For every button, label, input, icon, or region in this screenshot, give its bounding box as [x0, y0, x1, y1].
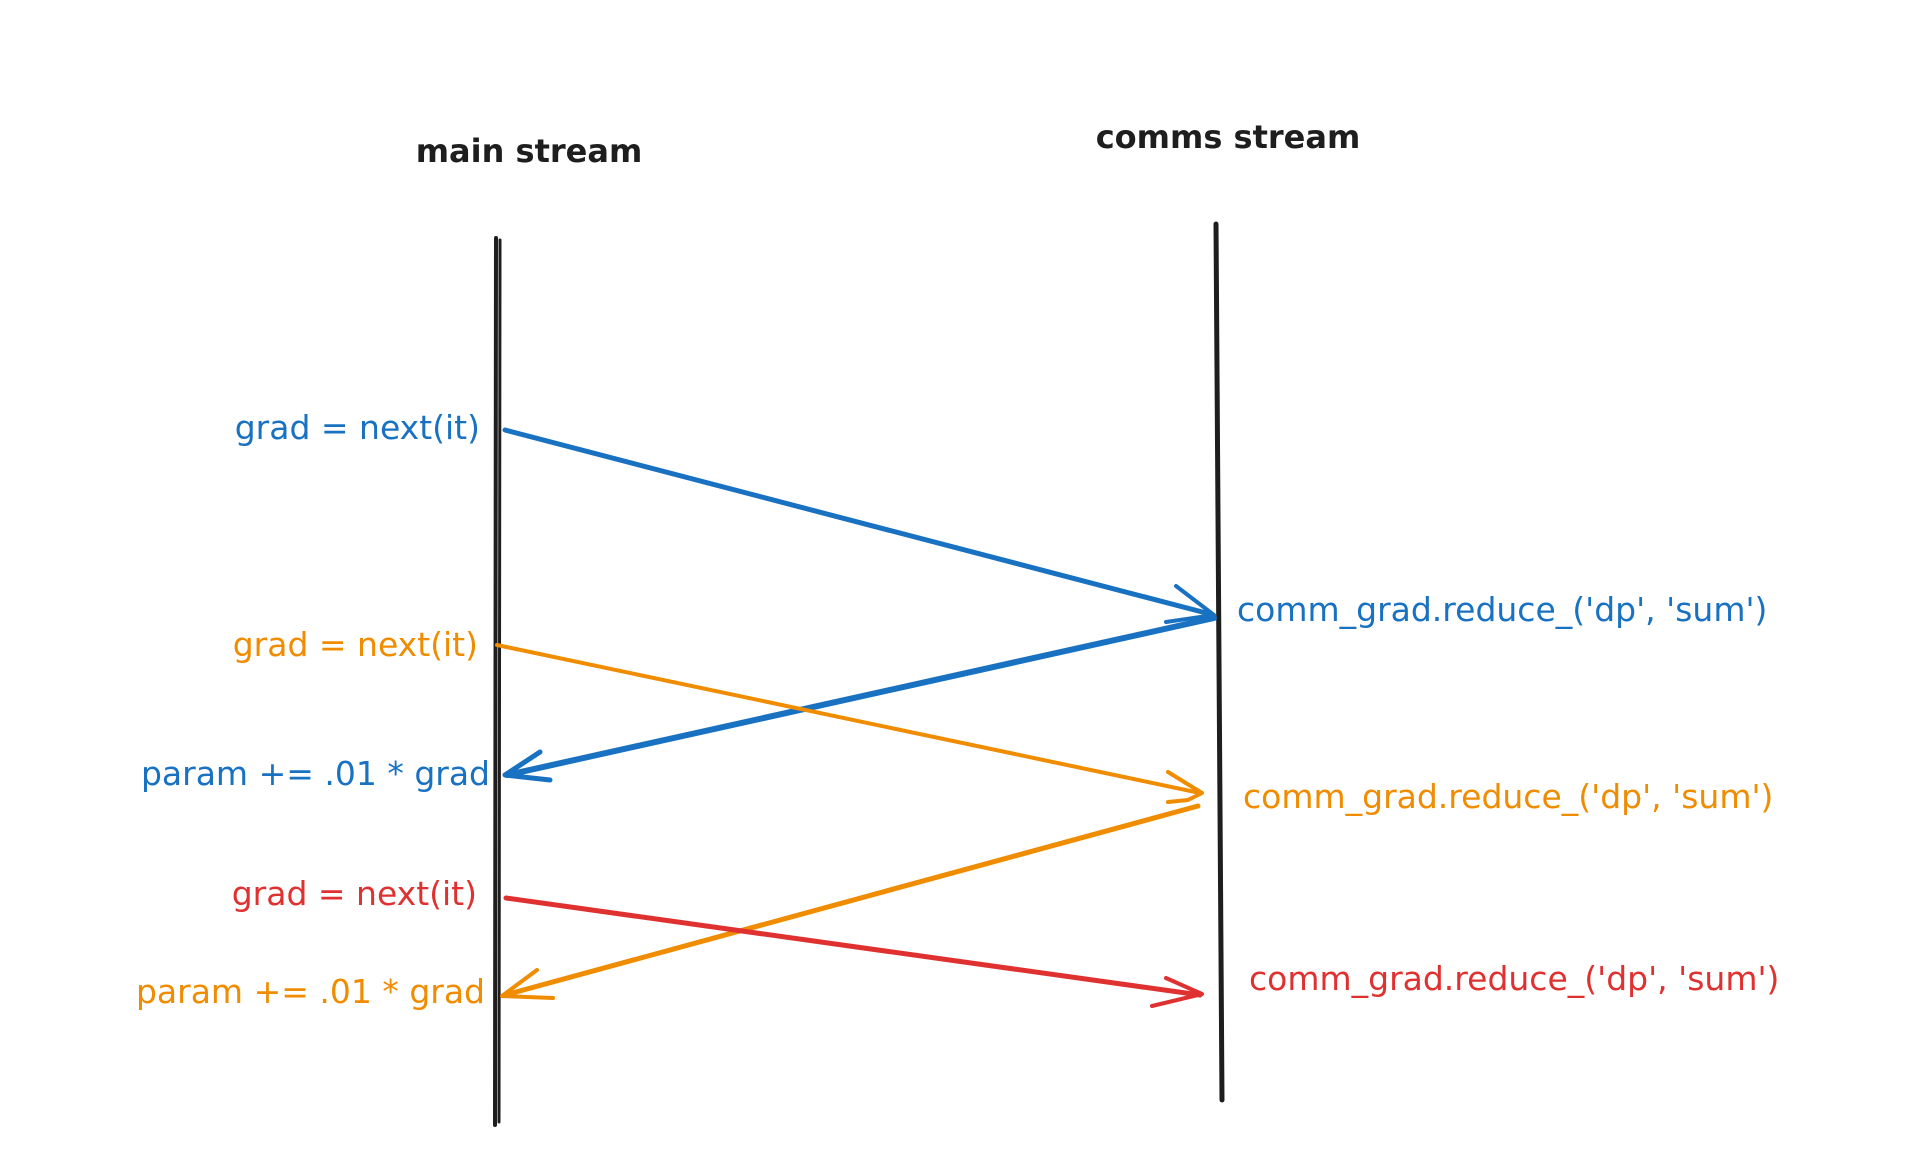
main-stream-header: main stream — [416, 132, 643, 170]
orange-send-arrow — [495, 643, 1204, 804]
comms-stream-header: comms stream — [1096, 118, 1361, 156]
orange-reduce-label: comm_grad.reduce_('dp', 'sum') — [1243, 777, 1773, 816]
blue-reduce-label: comm_grad.reduce_('dp', 'sum') — [1237, 590, 1767, 629]
red-reduce-label: comm_grad.reduce_('dp', 'sum') — [1249, 959, 1779, 998]
blue-send-arrow — [502, 427, 1216, 624]
red-next-label: grad = next(it) — [232, 874, 477, 913]
orange-return-arrow — [500, 803, 1201, 1000]
red-send-arrow — [503, 895, 1204, 1008]
blue-return-arrow — [502, 615, 1217, 783]
orange-update-label: param += .01 * grad — [136, 972, 485, 1011]
blue-next-label: grad = next(it) — [235, 408, 480, 447]
orange-next-label: grad = next(it) — [233, 625, 478, 664]
blue-update-label: param += .01 * grad — [141, 754, 490, 793]
comms-stream-timeline — [1213, 221, 1225, 1103]
main-stream-timeline — [493, 236, 502, 1127]
